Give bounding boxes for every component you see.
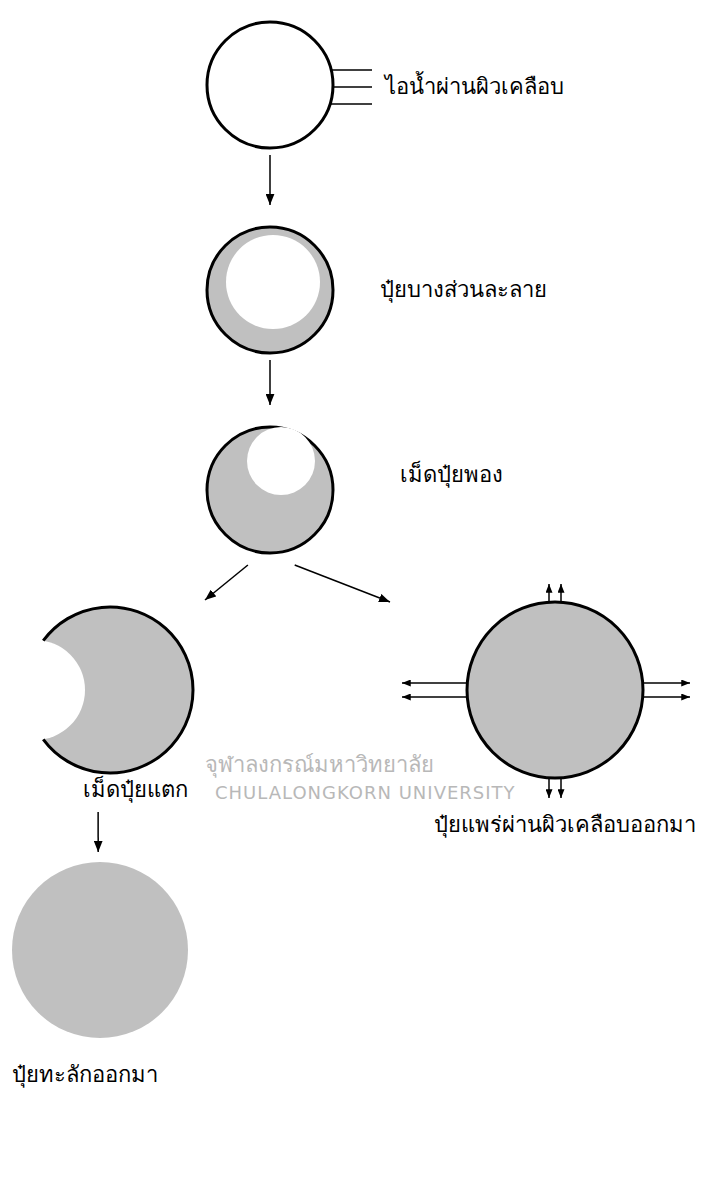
pellet-shape (205, 425, 335, 555)
step-label: ปุ๋ยบางส่วนละลาย (380, 276, 547, 305)
step-label: ไอน้ำผ่านผิวเคลือบ (385, 73, 564, 102)
step-label: เม็ดปุ๋ยพอง (400, 461, 503, 490)
step-label: เม็ดปุ๋ยแตก (83, 776, 188, 805)
pellet-node: ปุ๋ยแพร่ผ่านผิวเคลือบออกมา (398, 580, 692, 800)
pellet-shape (205, 225, 335, 355)
flow-arrow (205, 565, 248, 600)
pellet-node: ปุ๋ยบางส่วนละลาย (205, 225, 335, 355)
flow-arrow (269, 155, 271, 205)
pellet-shape (398, 580, 692, 800)
flow-arrow (97, 812, 99, 852)
pellet-node: เม็ดปุ๋ยแตก (25, 605, 195, 775)
pellet-shape (10, 860, 190, 1040)
flow-arrow (295, 565, 390, 602)
flow-arrow (269, 360, 271, 405)
pellet-shape (205, 20, 335, 150)
watermark-text: CHULALONGKORN UNIVERSITY (215, 782, 516, 804)
step-label: ปุ๋ยแพร่ผ่านผิวเคลือบออกมา (434, 811, 696, 840)
pellet-shape (25, 605, 195, 775)
watermark-text: จุฬาลงกรณ์มหาวิทยาลัย (205, 752, 434, 778)
pellet-node: ไอน้ำผ่านผิวเคลือบ (205, 20, 335, 150)
pellet-node: ปุ๋ยทะลักออกมา (10, 860, 190, 1040)
diffusion-arrows (402, 584, 690, 798)
pellet-node: เม็ดปุ๋ยพอง (205, 425, 335, 555)
step-label: ปุ๋ยทะลักออกมา (12, 1061, 158, 1090)
